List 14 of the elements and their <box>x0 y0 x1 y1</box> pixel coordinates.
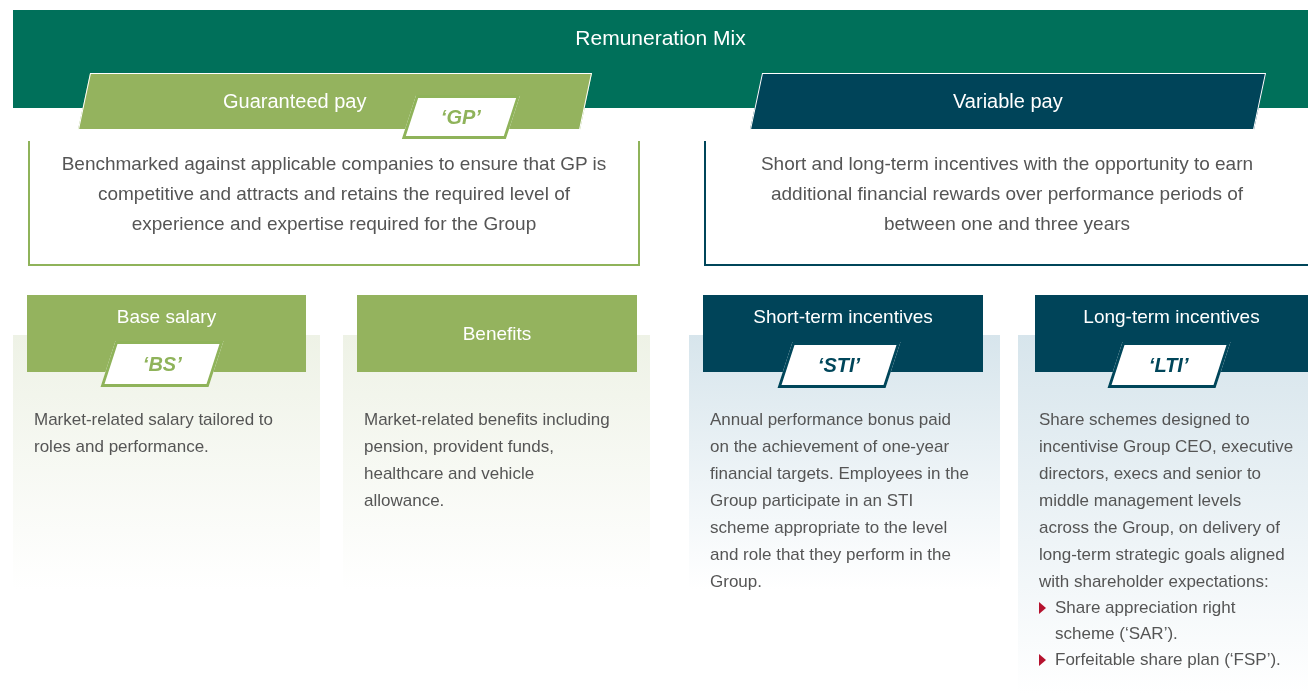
description-text: Benchmarked against applicable companies to ensure that GP is competitive and attracts and retains the required level of experience and expertise required for the Group <box>60 152 608 236</box>
list-item: Forfeitable share plan (‘FSP’). <box>1054 649 1281 671</box>
description-card <box>28 141 640 266</box>
description-text: Short and long-term incentives with the opportunity to earn additional financial rewards over performance periods of between one and three years <box>759 152 1255 236</box>
description-text: Share schemes designed to incentivise Group CEO, executive directors, execs and senior to middle management levels across the Group, on delivery of long-term strategic goals aligned with shareholder expectations: <box>1039 409 1294 593</box>
description-text: Market-related salary tailored to roles and performance. <box>34 409 275 458</box>
description-text: Annual performance bonus paid on the achievement of one-year financial targets. Employees in the Group participate in an STI scheme appropriate to the level and role that they perform in the Group. <box>710 409 970 593</box>
heading-banner: Variable pay <box>749 73 1267 130</box>
description-card <box>704 141 1308 266</box>
list-item: Share appreciation right scheme (‘SAR’). <box>1054 597 1237 645</box>
heading-bar: Benefits <box>357 295 637 372</box>
title: Remuneration Mix <box>575 26 746 51</box>
abbreviation-tag: ‘GP’ <box>401 95 521 139</box>
description-text: Market-related benefits including pension, provident funds, healthcare and vehicle allowance. <box>364 409 610 512</box>
